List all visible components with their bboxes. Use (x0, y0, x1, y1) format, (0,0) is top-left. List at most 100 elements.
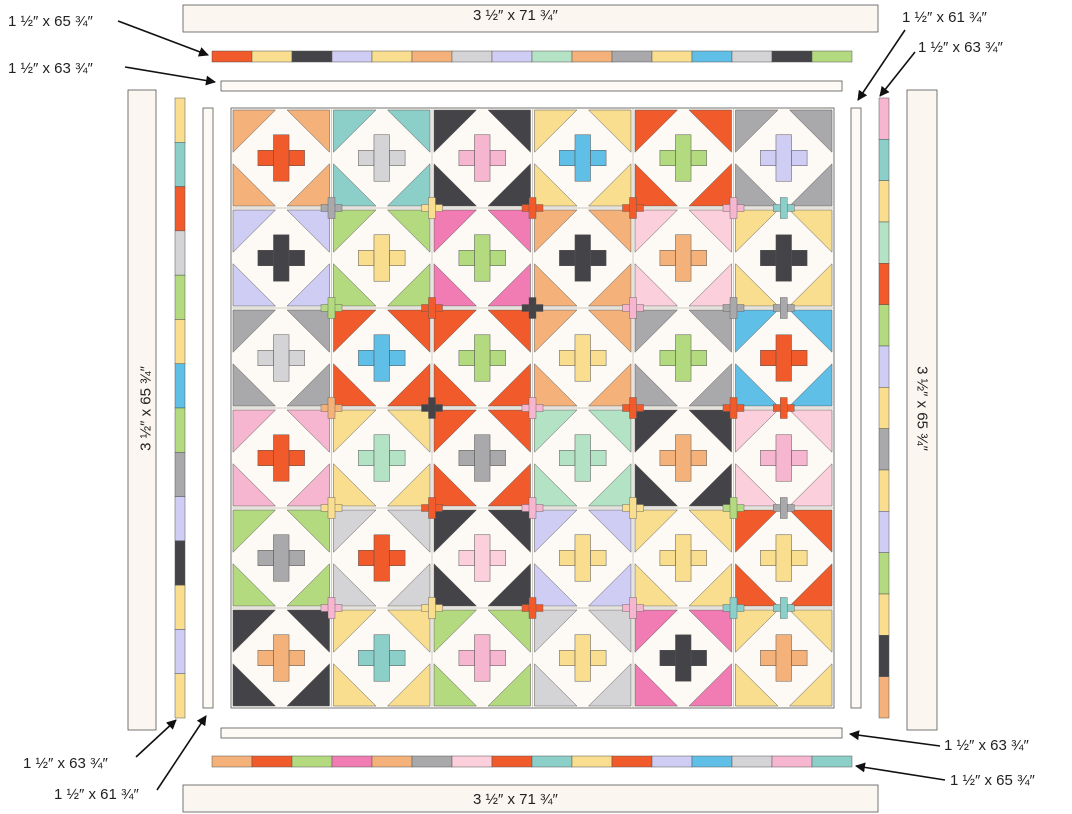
strip-top-pieced-segment (772, 51, 812, 62)
block-plus-vertical (374, 535, 390, 581)
strip-right-pieced-segment (879, 346, 889, 387)
block-plus-vertical (675, 635, 691, 681)
block-plus-vertical (675, 135, 691, 181)
label-right-wide: 3 ½″ x 65 ¾″ (914, 349, 931, 469)
block-plus-vertical (675, 335, 691, 381)
strip-top-pieced-segment (532, 51, 572, 62)
strip-right-pieced-segment (879, 470, 889, 511)
cornerstone-vertical (529, 398, 536, 419)
strip-bottom-pieced-segment (452, 756, 492, 767)
strip-right-pieced-segment (879, 677, 889, 718)
strip-top-narrow (221, 81, 842, 91)
block-plus-vertical (776, 335, 792, 381)
cornerstone-vertical (328, 498, 335, 519)
label-left-inner: 1 ½″ x 61 ¾″ (54, 786, 139, 803)
strip-left-pieced-segment (175, 275, 185, 319)
strip-right-pieced-segment (879, 98, 889, 139)
cornerstone-vertical (328, 598, 335, 619)
strip-top-pieced-segment (372, 51, 412, 62)
arrow-right-inner (858, 30, 905, 100)
block-plus-vertical (575, 135, 591, 181)
strip-bottom-pieced-segment (812, 756, 852, 767)
strip-bottom-pieced-segment (652, 756, 692, 767)
block-plus-vertical (273, 335, 289, 381)
block-plus-vertical (374, 135, 390, 181)
strip-top-pieced-segment (252, 51, 292, 62)
strip-left-pieced-segment (175, 364, 185, 408)
block-plus-vertical (374, 235, 390, 281)
block-plus-vertical (474, 335, 490, 381)
strip-bottom-pieced-segment (412, 756, 452, 767)
strip-bottom-pieced-segment (612, 756, 652, 767)
block-plus-vertical (374, 335, 390, 381)
strip-bottom-pieced-segment (212, 756, 252, 767)
strip-top-pieced-segment (412, 51, 452, 62)
block-plus-vertical (474, 135, 490, 181)
block-plus-vertical (374, 435, 390, 481)
strip-right-pieced-segment (879, 635, 889, 676)
strip-right-pieced-segment (879, 181, 889, 222)
strip-left-pieced-segment (175, 187, 185, 231)
strip-bottom-pieced-segment (292, 756, 332, 767)
strip-right-pieced-segment (879, 222, 889, 263)
block-plus-vertical (575, 335, 591, 381)
strip-bottom-pieced-segment (532, 756, 572, 767)
label-top-pieced: 1 ½″ x 65 ¾″ (8, 13, 93, 30)
strip-left-inner (203, 108, 213, 708)
cornerstone-vertical (529, 298, 536, 319)
block-plus-vertical (675, 235, 691, 281)
strip-right-pieced-segment (879, 387, 889, 428)
strip-bottom-pieced-segment (332, 756, 372, 767)
block-plus-vertical (776, 135, 792, 181)
cornerstone-vertical (429, 198, 436, 219)
cornerstone-vertical (780, 198, 787, 219)
strip-left-pieced-segment (175, 541, 185, 585)
strip-right-pieced-segment (879, 429, 889, 470)
strip-bottom-pieced-segment (372, 756, 412, 767)
strip-bottom-narrow (221, 728, 842, 738)
block-plus-vertical (273, 435, 289, 481)
strip-top-pieced-segment (452, 51, 492, 62)
block-plus-vertical (273, 235, 289, 281)
arrow-bottom-narrow (850, 734, 940, 746)
arrow-top-narrow (125, 67, 215, 82)
block-plus-vertical (575, 535, 591, 581)
cornerstone-vertical (429, 498, 436, 519)
block-plus-vertical (374, 635, 390, 681)
cornerstone-vertical (429, 598, 436, 619)
block-plus-vertical (776, 235, 792, 281)
strip-right-inner (851, 108, 861, 708)
strip-right-pieced-segment (879, 553, 889, 594)
cornerstone-vertical (529, 498, 536, 519)
cornerstone-vertical (780, 298, 787, 319)
block-plus-vertical (474, 235, 490, 281)
strip-right-pieced-segment (879, 511, 889, 552)
strip-left-pieced-segment (175, 497, 185, 541)
strip-top-pieced-segment (572, 51, 612, 62)
block-plus-vertical (273, 535, 289, 581)
cornerstone-vertical (780, 598, 787, 619)
strip-top-pieced-segment (492, 51, 532, 62)
cornerstone-vertical (328, 398, 335, 419)
block-plus-vertical (776, 635, 792, 681)
label-bottom-pieced: 1 ½″ x 65 ¾″ (950, 772, 1035, 789)
label-top-wide: 3 ½″ x 71 ¾″ (473, 7, 558, 24)
block-plus-vertical (474, 535, 490, 581)
cornerstone-vertical (630, 598, 637, 619)
strip-bottom-pieced-segment (772, 756, 812, 767)
strip-top-pieced-segment (692, 51, 732, 62)
strip-right-pieced-segment (879, 594, 889, 635)
cornerstone-vertical (328, 198, 335, 219)
strip-top-pieced-segment (652, 51, 692, 62)
cornerstone-vertical (780, 498, 787, 519)
strip-right-pieced-segment (879, 263, 889, 304)
label-bottom-wide: 3 ½″ x 71 ¾″ (473, 791, 558, 808)
strip-left-pieced-segment (175, 98, 185, 142)
cornerstone-vertical (529, 198, 536, 219)
block-plus-vertical (675, 435, 691, 481)
block-plus-vertical (273, 635, 289, 681)
label-left-pieced: 1 ½″ x 63 ¾″ (23, 755, 108, 772)
block-plus-vertical (474, 635, 490, 681)
block-plus-vertical (776, 435, 792, 481)
